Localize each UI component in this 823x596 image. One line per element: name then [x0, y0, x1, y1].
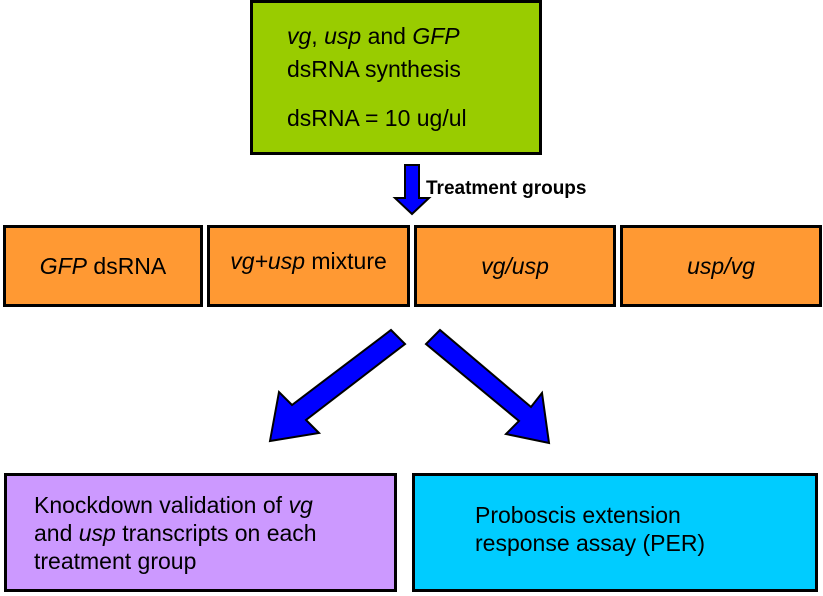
per-line-1: Proboscis extension	[475, 502, 681, 528]
knockdown-line-2: and usp transcripts on each	[34, 519, 394, 547]
knockdown-line-1: Knockdown validation of vg	[34, 491, 394, 519]
right-diagonal-arrow	[424, 328, 551, 445]
per-assay-box: Proboscis extension response assay (PER)	[412, 473, 818, 592]
down-arrow	[392, 164, 432, 216]
knockdown-gene-vg: vg	[288, 492, 313, 518]
group-vg-usp-mixture: vg+usp mixture	[207, 225, 410, 307]
dsrna-synthesis-box: vg, usp and GFP dsRNA synthesis dsRNA = …	[250, 0, 542, 155]
knockdown-text-2b: transcripts on each	[122, 520, 317, 546]
and-text: and	[367, 23, 406, 49]
group-gfp-rest: dsRNA	[93, 252, 167, 279]
group-gfp-dsrna: GFP dsRNA	[3, 225, 203, 307]
group-mixture-rest: mixture	[311, 248, 387, 274]
gene-usp: usp	[324, 23, 362, 49]
synthesis-title: dsRNA synthesis	[287, 56, 461, 82]
group-vg-usp: vg/usp	[414, 225, 616, 307]
knockdown-text-2a: and	[34, 520, 73, 546]
synthesis-genes-line: vg, usp and GFP	[287, 23, 460, 50]
dsrna-concentration: dsRNA = 10 ug/ul	[287, 105, 467, 131]
knockdown-line-3: treatment group	[34, 548, 197, 574]
separator: ,	[311, 23, 318, 49]
per-line-2: response assay (PER)	[475, 530, 706, 556]
group-vg-usp-label: vg/usp	[481, 252, 549, 279]
group-mixture-italic: vg+usp	[230, 248, 305, 274]
group-usp-vg-label: usp/vg	[687, 252, 755, 279]
knockdown-gene-usp: usp	[78, 520, 116, 546]
group-gfp-italic: GFP	[39, 252, 88, 279]
treatment-groups-label: Treatment groups	[426, 178, 587, 199]
left-diagonal-arrow	[268, 328, 407, 443]
knockdown-validation-box: Knockdown validation of vg and usp trans…	[4, 473, 397, 592]
knockdown-text-1: Knockdown validation of	[34, 492, 283, 518]
gene-vg: vg	[287, 23, 312, 49]
gene-gfp: GFP	[412, 23, 460, 49]
group-usp-vg: usp/vg	[620, 225, 822, 307]
